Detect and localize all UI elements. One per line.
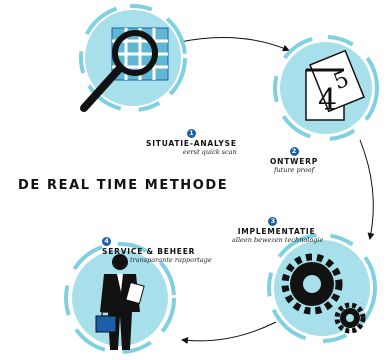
step-2-circle: 4 5 <box>273 35 379 141</box>
step-2-name: ONTWERP <box>270 157 319 166</box>
arrow-2-to-3 <box>359 139 375 240</box>
step-1-subtitle: eerst quick scan <box>182 148 237 156</box>
step-2-subtitle: future proof <box>274 166 314 174</box>
businessman-icon <box>95 254 145 350</box>
gears-icon <box>281 253 366 334</box>
magnifier-icon <box>80 27 169 112</box>
step-3-label: 3 IMPLEMENTATIE alleen bewezen technolog… <box>232 208 323 244</box>
step-2-badge: 2 <box>289 147 299 156</box>
step-3-subtitle: alleen bewezen technologie <box>232 236 324 244</box>
step-1-name: SITUATIE-ANALYSE <box>146 139 237 148</box>
step-1-label: 1 SITUATIE-ANALYSE eerst quick scan <box>146 120 237 156</box>
step-3-badge: 3 <box>268 217 278 226</box>
calendar-pages-icon: 4 5 <box>305 49 365 121</box>
step-4-circle <box>64 242 176 354</box>
step-3-circle <box>267 233 377 343</box>
arrow-1-to-2 <box>179 37 290 52</box>
step-4-badge: 4 <box>102 237 111 246</box>
diagram-title: DE REAL TIME METHODE <box>18 178 229 193</box>
step-4-label: 4 SERVICE & BEHEER transparante rapporta… <box>102 228 212 264</box>
step-4-name: SERVICE & BEHEER <box>102 247 196 256</box>
step-1-badge: 1 <box>186 129 196 138</box>
step-2-label: 2 ONTWERP future proof <box>270 138 318 174</box>
step-1-circle <box>79 4 187 112</box>
svg-text:4: 4 <box>318 83 337 118</box>
step-3-name: IMPLEMENTATIE <box>237 227 316 236</box>
arrow-3-to-4 <box>181 321 277 345</box>
step-4-subtitle: transparante rapportage <box>130 256 212 264</box>
